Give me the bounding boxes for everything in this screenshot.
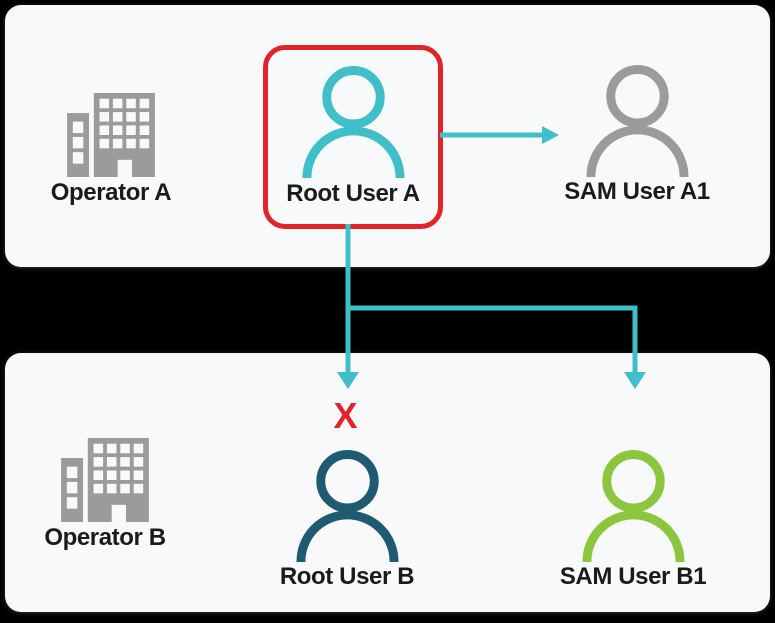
sam-user-a1-label: SAM User A1 bbox=[564, 178, 710, 205]
person-icon bbox=[581, 450, 685, 562]
entity-sam-user-b1: SAM User B1 bbox=[533, 450, 733, 590]
root-user-b-label: Root User B bbox=[279, 563, 415, 590]
entity-root-user-b: Root User B bbox=[247, 450, 447, 590]
entity-operator-a: Operator A bbox=[11, 93, 211, 206]
panel-operator-a: Operator A Root User A SAM User A1 bbox=[5, 5, 770, 267]
building-icon bbox=[61, 438, 149, 522]
root-user-a-highlight-box: Root User A bbox=[263, 45, 443, 229]
person-icon bbox=[301, 66, 405, 178]
building-icon bbox=[67, 93, 155, 177]
blocked-x-marker: X bbox=[333, 395, 357, 436]
operator-b-label: Operator B bbox=[44, 524, 166, 551]
entity-sam-user-a1: SAM User A1 bbox=[537, 65, 737, 205]
sam-user-b1-label: SAM User B1 bbox=[559, 563, 707, 590]
operator-a-label: Operator A bbox=[50, 179, 172, 206]
entity-operator-b: Operator B bbox=[5, 438, 205, 551]
root-user-a-label: Root User A bbox=[286, 180, 420, 207]
person-icon bbox=[585, 65, 689, 177]
person-icon bbox=[295, 450, 399, 562]
panel-operator-b: Operator B Root User B SAM User B1 bbox=[5, 353, 770, 612]
